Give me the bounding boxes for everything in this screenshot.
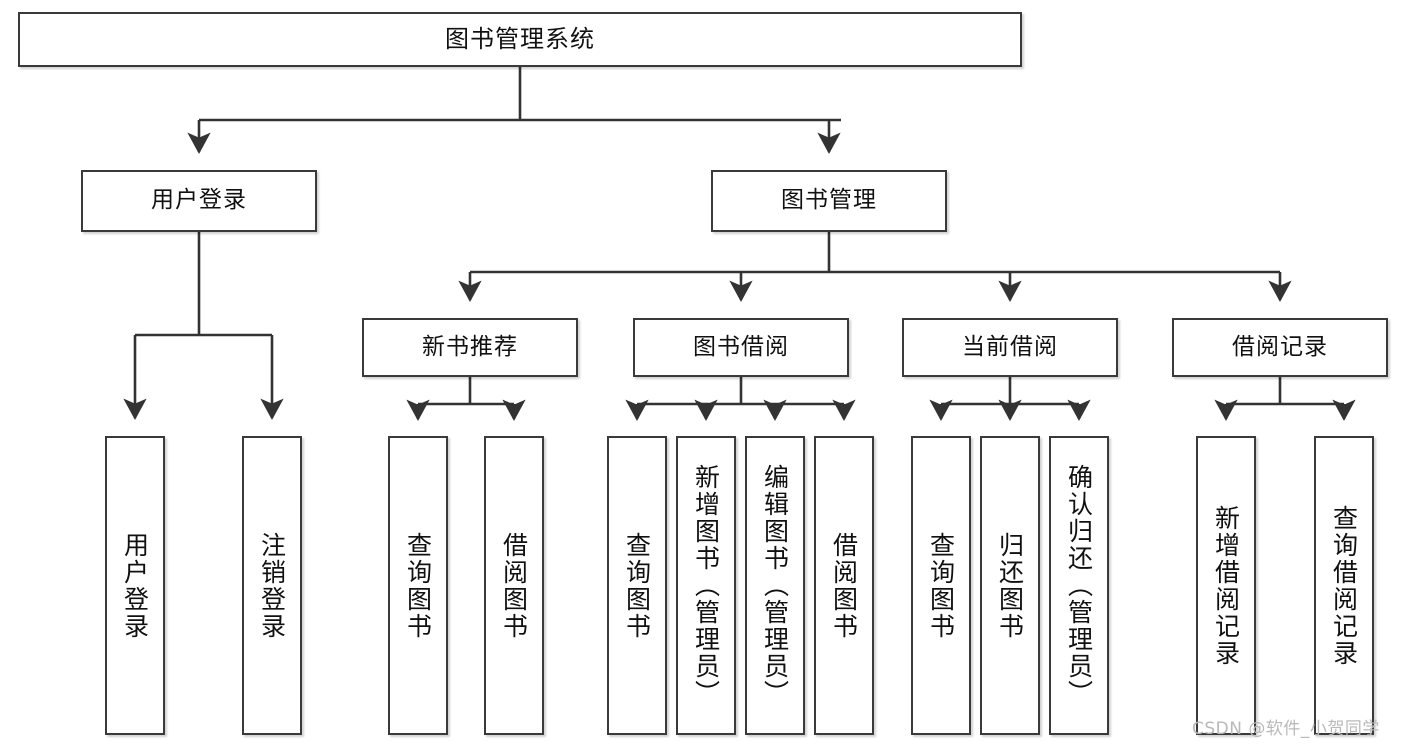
leaf-borrow-record-add[interactable]: 新增借阅记录 [1196,436,1256,735]
node-book-borrow[interactable]: 图书借阅 [633,318,849,377]
node-label: 编辑图书（管理员） [760,464,790,707]
node-label: 当前借阅 [962,333,1058,360]
node-new-book-recommend[interactable]: 新书推荐 [362,318,578,377]
node-label: 用户登录 [151,187,247,214]
leaf-current-borrow-query[interactable]: 查询图书 [911,436,971,735]
node-label: 查询图书 [926,531,956,640]
leaf-new-book-query[interactable]: 查询图书 [388,436,448,735]
node-label: 查询图书 [403,531,433,640]
leaf-user-login-logout[interactable]: 注销登录 [242,436,302,735]
node-label: 借阅记录 [1232,333,1328,360]
leaf-book-borrow-edit[interactable]: 编辑图书（管理员） [745,436,805,735]
node-label: 图书管理系统 [445,25,595,54]
node-current-borrow[interactable]: 当前借阅 [902,318,1118,377]
node-label: 图书借阅 [693,333,789,360]
leaf-book-borrow-add[interactable]: 新增图书（管理员） [676,436,736,735]
csdn-watermark: CSDN @软件_小贺同学 [1192,719,1380,739]
leaf-current-borrow-confirm-return[interactable]: 确认归还（管理员） [1049,436,1109,735]
node-label: 注销登录 [257,531,287,640]
node-user-login[interactable]: 用户登录 [81,170,317,232]
node-label: 新增借阅记录 [1211,504,1241,667]
leaf-current-borrow-return[interactable]: 归还图书 [980,436,1040,735]
node-label: 用户登录 [120,531,150,640]
node-label: 查询借阅记录 [1329,504,1359,667]
node-label: 归还图书 [995,531,1025,640]
leaf-book-borrow-borrow[interactable]: 借阅图书 [814,436,874,735]
leaf-borrow-record-query[interactable]: 查询借阅记录 [1314,436,1374,735]
node-root-system[interactable]: 图书管理系统 [18,12,1022,67]
node-label: 新书推荐 [422,333,518,360]
leaf-book-borrow-query[interactable]: 查询图书 [607,436,667,735]
node-borrow-record[interactable]: 借阅记录 [1172,318,1388,377]
node-label: 确认归还（管理员） [1064,464,1094,707]
node-label: 借阅图书 [829,531,859,640]
node-label: 图书管理 [781,187,877,214]
leaf-user-login-login[interactable]: 用户登录 [105,436,165,735]
leaf-new-book-borrow[interactable]: 借阅图书 [484,436,544,735]
node-book-management[interactable]: 图书管理 [711,170,947,232]
node-label: 借阅图书 [499,531,529,640]
node-label: 查询图书 [622,531,652,640]
node-label: 新增图书（管理员） [691,464,721,707]
